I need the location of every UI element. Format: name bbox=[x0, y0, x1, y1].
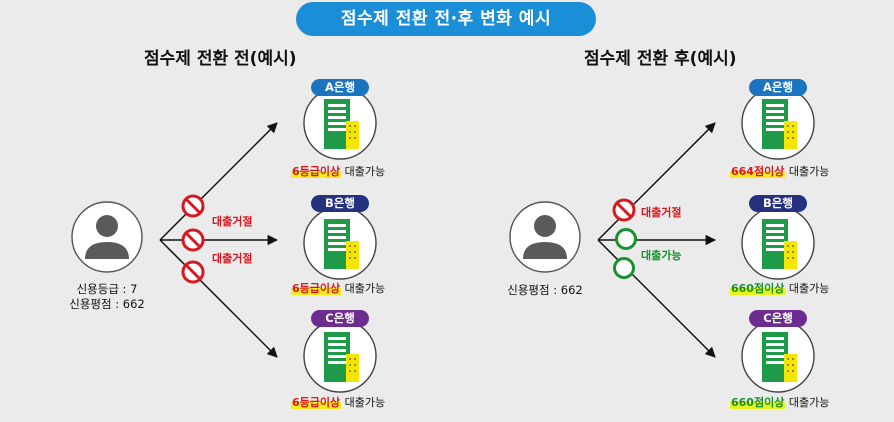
after-person-icon bbox=[509, 201, 581, 273]
before-bank-b-tag: B은행 bbox=[311, 195, 369, 212]
after-bank-b-building-icon bbox=[741, 206, 815, 280]
after-credit-score: 신용평점 : 662 bbox=[507, 283, 583, 297]
before-section-title: 점수제 전환 전(예시) bbox=[144, 49, 297, 69]
before-bank-c-building-icon bbox=[303, 319, 377, 393]
before-bank-a-building-icon bbox=[303, 86, 377, 160]
after-bank-b-requirement: 660점이상 대출가능 bbox=[730, 282, 830, 295]
after-bank-c-building-icon bbox=[741, 319, 815, 393]
after-status-1: 대출거절 bbox=[641, 206, 682, 219]
after-section-title: 점수제 전환 후(예시) bbox=[584, 49, 737, 69]
after-bank-c-tag: C은행 bbox=[749, 310, 807, 327]
before-bank-c-requirement: 6등급이상 대출가능 bbox=[291, 396, 386, 409]
before-credit-grade: 신용등급 : 7 bbox=[76, 282, 138, 296]
before-reject-icon-b bbox=[181, 228, 205, 252]
after-bank-b-tag: B은행 bbox=[749, 195, 807, 212]
before-bank-b-requirement: 6등급이상 대출가능 bbox=[291, 282, 386, 295]
after-person-info: 신용평점 : 662 bbox=[498, 283, 592, 298]
after-bank-c-requirement: 660점이상 대출가능 bbox=[730, 396, 830, 409]
before-bank-a-tag: A은행 bbox=[311, 79, 369, 96]
after-status-2: 대출가능 bbox=[641, 249, 682, 262]
before-bank-a-requirement: 6등급이상 대출가능 bbox=[291, 165, 386, 178]
title-banner: 점수제 전환 전·후 변화 예시 bbox=[296, 2, 596, 36]
before-status-2: 대출거절 bbox=[212, 252, 253, 265]
after-bank-a-requirement: 664점이상 대출가능 bbox=[730, 165, 830, 178]
before-bank-b-building-icon bbox=[303, 206, 377, 280]
before-status-1: 대출거절 bbox=[212, 215, 253, 228]
before-reject-icon-a bbox=[181, 194, 205, 218]
before-reject-icon-c bbox=[181, 260, 205, 284]
after-bank-a-tag: A은행 bbox=[749, 79, 807, 96]
after-reject-icon-a bbox=[612, 198, 636, 222]
before-credit-score: 신용평점 : 662 bbox=[69, 297, 145, 311]
after-approve-icon-b bbox=[615, 228, 637, 250]
before-person-icon bbox=[71, 201, 143, 273]
before-bank-c-tag: C은행 bbox=[311, 310, 369, 327]
after-bank-a-building-icon bbox=[741, 86, 815, 160]
after-approve-icon-c bbox=[613, 257, 635, 279]
before-arrows bbox=[159, 122, 279, 358]
before-person-info: 신용등급 : 7 신용평점 : 662 bbox=[60, 282, 154, 312]
